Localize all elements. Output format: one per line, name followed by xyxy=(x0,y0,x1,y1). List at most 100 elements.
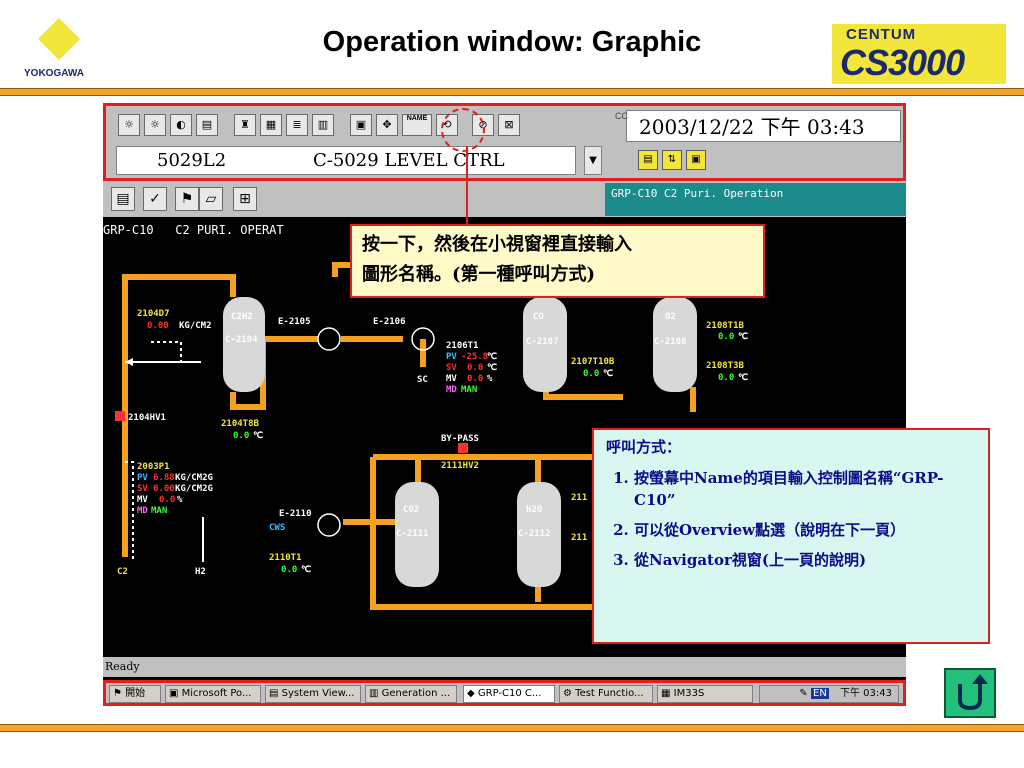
label-2108t3b: 2108T3B xyxy=(706,361,744,371)
alarm-sun-icon[interactable]: ☼ xyxy=(118,114,140,136)
task-powerpoint[interactable]: ▣ Microsoft Po... xyxy=(165,685,261,703)
label-2111hv2: 2111HV2 xyxy=(441,461,479,471)
navigator-icon[interactable]: ✥ xyxy=(376,114,398,136)
tag-name-field[interactable]: 5029L2 C-5029 LEVEL CTRL xyxy=(116,146,576,175)
call-method-item: 按螢幕中Name的項目輸入控制圖名稱“GRP-C10” xyxy=(634,467,976,511)
unit-pv: ℃ xyxy=(487,352,498,362)
confirm-check-icon[interactable]: ✓ xyxy=(143,187,167,211)
label-2104t8b: 2104T8B xyxy=(221,419,259,429)
label-c2104: C-2104 xyxy=(225,335,258,345)
callout1-line1: 按一下，然後在小視窗裡直接輸入 xyxy=(362,234,632,255)
label-mv: MV xyxy=(446,374,457,384)
value-p-mv: 0.0 xyxy=(159,495,176,505)
status-bar: Ready xyxy=(103,657,906,677)
value-2107t10b: 0.0 xyxy=(583,369,600,379)
label-c2112: C-2112 xyxy=(518,529,551,539)
task-generation[interactable]: ▥ Generation ... xyxy=(365,685,457,703)
label-c2h2: C2H2 xyxy=(231,312,253,322)
value-2108t3b: 0.0 xyxy=(718,373,735,383)
label-2104d7: 2104D7 xyxy=(137,309,170,319)
task-powerpoint-label: Microsoft Po... xyxy=(181,688,252,699)
label-e2106: E-2106 xyxy=(373,317,406,327)
unit-sv: ℃ xyxy=(487,363,498,373)
task-grp-c10[interactable]: ◆ GRP-C10 C... xyxy=(463,685,555,703)
task-test-function[interactable]: ⚙ Test Functio... xyxy=(559,685,653,703)
start-button[interactable]: ⚑ 開始 xyxy=(109,685,161,703)
label-211-fragment-1: 211 xyxy=(571,493,588,503)
unit-2104t8b: ℃ xyxy=(253,431,264,441)
folder-open-icon[interactable]: ▱ xyxy=(199,187,223,211)
buzzer-stop-icon[interactable]: ⊠ xyxy=(498,114,520,136)
trend-window-icon[interactable]: ▦ xyxy=(260,114,282,136)
system-view-icon: ▤ xyxy=(269,688,279,699)
label-2104hv1: 2104HV1 xyxy=(128,413,166,423)
vessel-c2104 xyxy=(223,297,265,392)
vessel-c2112 xyxy=(517,482,561,587)
call-method-item: 從Navigator視窗(上一頁的說明) xyxy=(634,549,976,571)
tray-time: 下午 03:43 xyxy=(840,688,892,699)
window-copy-icon[interactable]: ▣ xyxy=(686,150,706,170)
valve-2111hv2-icon xyxy=(458,443,468,453)
unit-p-mv: % xyxy=(177,495,183,505)
label-h2o: H2O xyxy=(526,505,543,515)
label-pv: PV xyxy=(446,352,457,362)
vessel-c2107 xyxy=(523,297,567,392)
unit-2108t1b: ℃ xyxy=(738,332,749,342)
task-generation-label: Generation ... xyxy=(381,688,451,699)
flag-icon[interactable]: ⚑ xyxy=(175,187,199,211)
label-2106t1: 2106T1 xyxy=(446,341,479,351)
datetime-value: 2003/12/22 下午 03:43 xyxy=(639,115,865,139)
value-md: MAN xyxy=(461,385,478,395)
slide-title: Operation window: Graphic xyxy=(322,26,702,58)
window-switch-icon[interactable]: ▤ xyxy=(638,150,658,170)
call-method-list: 按螢幕中Name的項目輸入控制圖名稱“GRP-C10” 可以從Overview點… xyxy=(606,467,976,571)
unit-p-pv: KG/CM2G xyxy=(175,473,213,483)
tag-name: 5029L2 xyxy=(157,150,227,171)
label-c2111: C-2111 xyxy=(396,529,429,539)
control-window-icon[interactable]: ▣ xyxy=(350,114,372,136)
tray-tools-icon[interactable]: ✎ xyxy=(799,688,808,699)
unit-2104d7: KG/CM2 xyxy=(179,321,212,331)
graphic-header: GRP-C10 C2 PURI. OPERAT xyxy=(103,223,284,237)
arrow-icon xyxy=(125,358,133,366)
vessel-c2108 xyxy=(653,297,697,392)
process-alarm-icon[interactable]: ◐ xyxy=(170,114,192,136)
label-sv: SV xyxy=(446,363,457,373)
add-window-icon[interactable]: ⊞ xyxy=(233,187,257,211)
test-function-icon: ⚙ xyxy=(563,688,572,699)
exchanger-e2105-icon xyxy=(317,327,341,351)
label-p-mv: MV xyxy=(137,495,148,505)
signal-lines xyxy=(125,341,204,562)
label-2108t1b: 2108T1B xyxy=(706,321,744,331)
tray-lang[interactable]: EN xyxy=(811,688,829,699)
exchanger-e2110-icon xyxy=(317,513,341,537)
task-im33s[interactable]: ▦ IM33S xyxy=(657,685,753,703)
label-p-sv: SV xyxy=(137,484,148,494)
label-co: CO xyxy=(533,312,544,322)
label-cws: CWS xyxy=(269,523,286,533)
user-icon[interactable]: ♜ xyxy=(234,114,256,136)
powerpoint-icon: ▣ xyxy=(169,688,179,699)
alarm-sun-2-icon[interactable]: ☼ xyxy=(144,114,166,136)
task-grp-c10-label: GRP-C10 C... xyxy=(477,688,542,699)
graphic-window-icon[interactable]: ▥ xyxy=(312,114,334,136)
value-pv: -25.8 xyxy=(461,352,489,362)
heat-exchangers xyxy=(317,327,435,537)
return-button[interactable] xyxy=(944,668,996,718)
vessels xyxy=(223,297,697,587)
name-button[interactable]: NAME xyxy=(402,114,432,136)
name-button-highlight xyxy=(441,108,485,152)
label-p-pv: PV xyxy=(137,473,148,483)
window-title: GRP-C10 C2 Puri. Operation xyxy=(605,183,906,216)
value-2104d7: 0.00 xyxy=(147,321,169,331)
im33s-icon: ▦ xyxy=(661,688,671,699)
label-sc: SC xyxy=(417,375,428,385)
hardcopy-icon[interactable]: ⇅ xyxy=(662,150,682,170)
operator-guide-icon[interactable]: ▤ xyxy=(196,114,218,136)
tag-description: C-5029 LEVEL CTRL xyxy=(313,150,505,171)
task-system-view[interactable]: ▤ System View... xyxy=(265,685,361,703)
label-e2110: E-2110 xyxy=(279,509,312,519)
tag-dropdown-arrow-icon[interactable]: ▼ xyxy=(584,146,602,175)
print-icon[interactable]: ▤ xyxy=(111,187,135,211)
tuning-window-icon[interactable]: ≣ xyxy=(286,114,308,136)
